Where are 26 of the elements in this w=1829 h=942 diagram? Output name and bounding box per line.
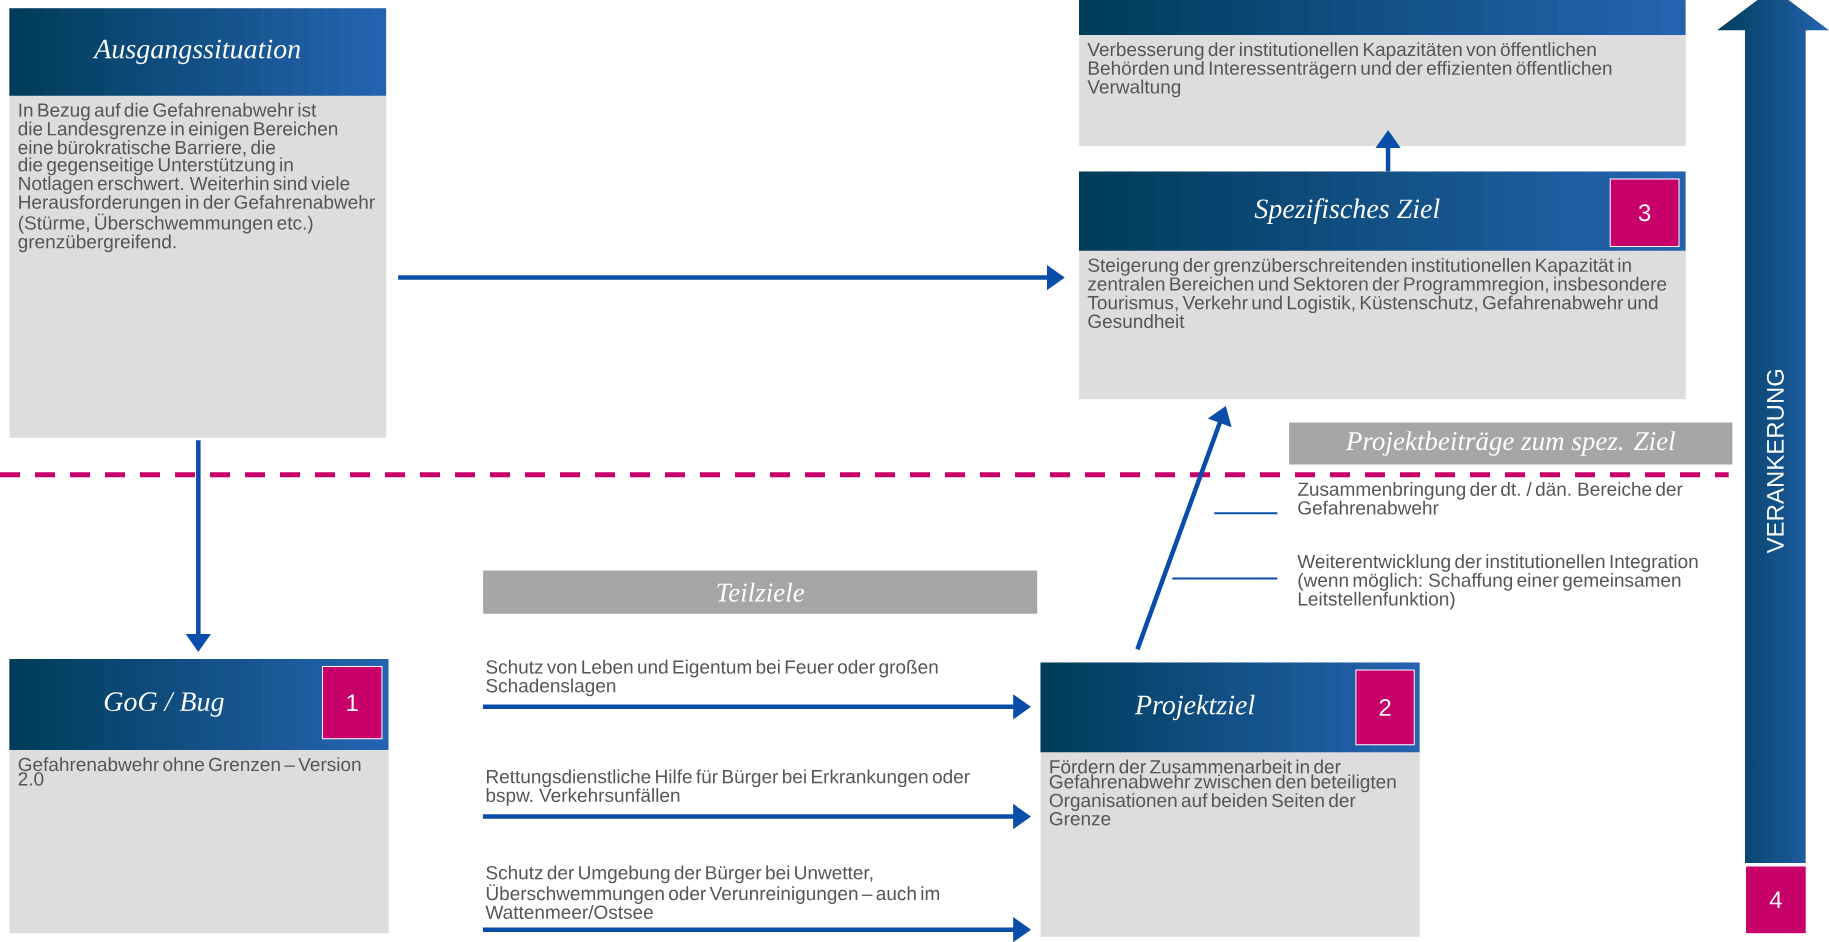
box-text: Verbesserung der institutionellen Kapazitäten von öffentlichen Behörden und Interessenträgern und der effizienten öffentlichen Verwaltung (1087, 42, 1612, 98)
edge-label: Schutz der Umgebung der Bürger bei Unwetter, Überschwemmungen oder Verunreinigungen – auch im Wattenmeer/Ostsee (485, 865, 940, 919)
number-badge: 1 (321, 666, 383, 740)
note-text: Weiterentwicklung der institutionellen Integration (wenn möglich: Schaffung einer gemeinsamen Leitstellenfunktion) (1297, 554, 1698, 610)
process-box (9, 659, 389, 934)
process-box (1040, 662, 1420, 937)
box-text: Steigerung der grenzüberschreitenden institutionellen Kapazität in zentralen Bereichen und Sektoren der Programmregion, insbesondere Tourismus, Verkehr und Logistik, Küstenschutz, Gefahrenabwehr und Gesundheit (1087, 258, 1667, 329)
box-text: Fördern der Zusammenarbeit in der Gefahrenabwehr zwischen den beteiligten Organisationen auf beiden Seiten der Grenze (1049, 759, 1396, 826)
box-text: In Bezug auf die Gefahrenabwehr ist die Landesgrenze in einigen Bereichen eine bürokratische Barriere, die die gegenseitige Unterstützung in Notlagen erschwert. Weiterhin sind viele Herausforderungen in der Gefahrenabwehr (Stürme, Überschwemmungen etc.) grenzübergreifend. (18, 102, 375, 253)
box-heading: GoG / Bug (104, 692, 224, 717)
upward-arrow: VERANKERUNG (1766, 369, 1784, 554)
box-text: Gefahrenabwehr ohne Grenzen – Version 2.0 (18, 757, 361, 786)
note-text: Zusammenbringung der dt. / dän. Bereiche der Gefahrenabwehr (1297, 481, 1683, 515)
process-box (1079, 171, 1686, 400)
section-band: Projektbeiträge zum spez. Ziel (1289, 422, 1733, 465)
edge-label: Schutz von Leben und Eigentum bei Feuer oder großen Schadenslagen (486, 659, 938, 697)
box-heading: Spezifisches Ziel (1254, 198, 1440, 224)
number-badge: 2 (1355, 669, 1415, 746)
number-badge: 3 (1609, 178, 1680, 248)
box-heading: Ausgangssituation (92, 39, 300, 65)
process-box (1079, 0, 1686, 146)
process-box (9, 8, 387, 438)
edge-label: Rettungsdienstliche Hilfe für Bürger bei Erkrankungen oder bspw. Verkehrsunfällen (486, 769, 970, 806)
section-band: Teilziele (483, 570, 1038, 614)
number-badge: 4 (1745, 865, 1807, 935)
box-heading: Projektziel (1134, 694, 1255, 721)
